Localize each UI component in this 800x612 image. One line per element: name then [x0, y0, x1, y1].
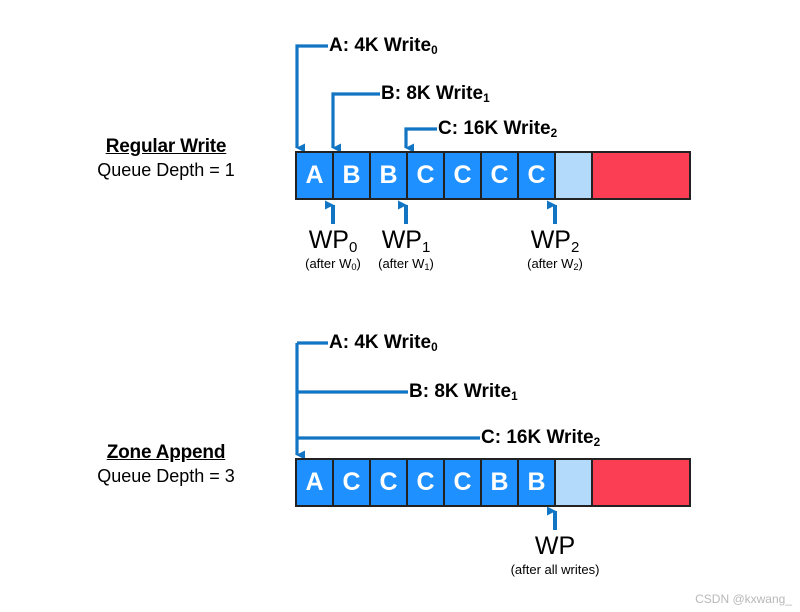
- zone-bar-append-cell-6: B: [519, 460, 556, 505]
- annotation-regular-c: C: 16K Write2: [438, 118, 558, 141]
- section-name-zone-append: Zone Append: [106, 442, 226, 463]
- section-queue-depth-zone-append: Queue Depth = 3: [97, 466, 235, 486]
- section-name-regular-write: Regular Write: [105, 136, 227, 157]
- annotation-append-c: C: 16K Write2: [481, 427, 601, 450]
- annotation-regular-a-text: A: 4K Write: [329, 35, 432, 56]
- regular-write-leader-b: [331, 92, 380, 153]
- annotation-regular-a: A: 4K Write0: [329, 35, 438, 58]
- annotation-append-b-text: B: 8K Write: [409, 381, 512, 402]
- annotation-regular-c-sub: 2: [550, 127, 558, 141]
- zone-bar-regular-cell-6: C: [519, 153, 556, 198]
- section-title-zone-append: Zone Append Queue Depth = 3: [56, 442, 276, 487]
- annotation-regular-c-text: C: 16K Write: [438, 118, 551, 139]
- write-pointer-wp2-name: WP2: [530, 226, 580, 256]
- annotation-append-b-sub: 1: [511, 390, 518, 404]
- annotation-append-b: B: 8K Write1: [409, 381, 518, 404]
- section-title-regular-write: Regular Write Queue Depth = 1: [56, 136, 276, 181]
- zone-bar-regular-cell-1: B: [334, 153, 371, 198]
- zone-bar-regular-cell-2: B: [371, 153, 408, 198]
- annotation-append-a-sub: 0: [431, 341, 438, 355]
- write-pointer-wp-name: WP: [534, 532, 576, 560]
- zone-bar-regular-cell-0: A: [297, 153, 334, 198]
- write-pointer-wp2-note: (after W2): [527, 256, 583, 273]
- zone-bar-regular-cell-8: [593, 153, 689, 198]
- write-pointer-wp1-note: (after W1): [378, 256, 434, 273]
- zone-bar-append-cell-2: C: [371, 460, 408, 505]
- zone-bar-regular-cell-5: C: [482, 153, 519, 198]
- write-pointer-wp0-name: WP0: [308, 226, 358, 256]
- section-queue-depth-regular-write: Queue Depth = 1: [97, 160, 235, 180]
- write-pointer-wp-note: (after all writes): [510, 562, 600, 577]
- zone-bar-append-cell-4: C: [445, 460, 482, 505]
- write-pointer-wp2: WP2 (after W2): [505, 226, 605, 273]
- annotation-append-c-text: C: 16K Write: [481, 427, 594, 448]
- write-pointer-wp: WP (after all writes): [505, 532, 605, 577]
- zone-bar-append-cell-8: [593, 460, 689, 505]
- zone-bar-append-cell-0: A: [297, 460, 334, 505]
- annotation-append-a-text: A: 4K Write: [329, 332, 432, 353]
- watermark: CSDN @kxwang_: [695, 592, 792, 606]
- zone-bar-append-cell-1: C: [334, 460, 371, 505]
- annotation-regular-a-sub: 0: [431, 44, 438, 58]
- zone-bar-regular-cell-7: [556, 153, 593, 198]
- annotation-append-a: A: 4K Write0: [329, 332, 438, 355]
- write-pointer-wp0-note: (after W0): [305, 256, 361, 273]
- write-pointer-wp0: WP0 (after W0): [283, 226, 383, 273]
- annotation-append-c-sub: 2: [593, 436, 601, 450]
- zone-bar-append-cell-7: [556, 460, 593, 505]
- annotation-regular-b-sub: 1: [483, 92, 490, 106]
- annotation-regular-b-text: B: 8K Write: [381, 83, 484, 104]
- zone-bar-append-cell-5: B: [482, 460, 519, 505]
- regular-write-leader-c: [404, 127, 437, 153]
- zone-bar-regular-cell-3: C: [408, 153, 445, 198]
- write-pointer-wp1: WP1 (after W1): [356, 226, 456, 273]
- write-pointer-wp1-name: WP1: [381, 226, 431, 256]
- regular-write-leader-a: [295, 44, 328, 153]
- annotation-regular-b: B: 8K Write1: [381, 83, 490, 106]
- zone-bar-regular-cell-4: C: [445, 153, 482, 198]
- zone-bar-append-cell-3: C: [408, 460, 445, 505]
